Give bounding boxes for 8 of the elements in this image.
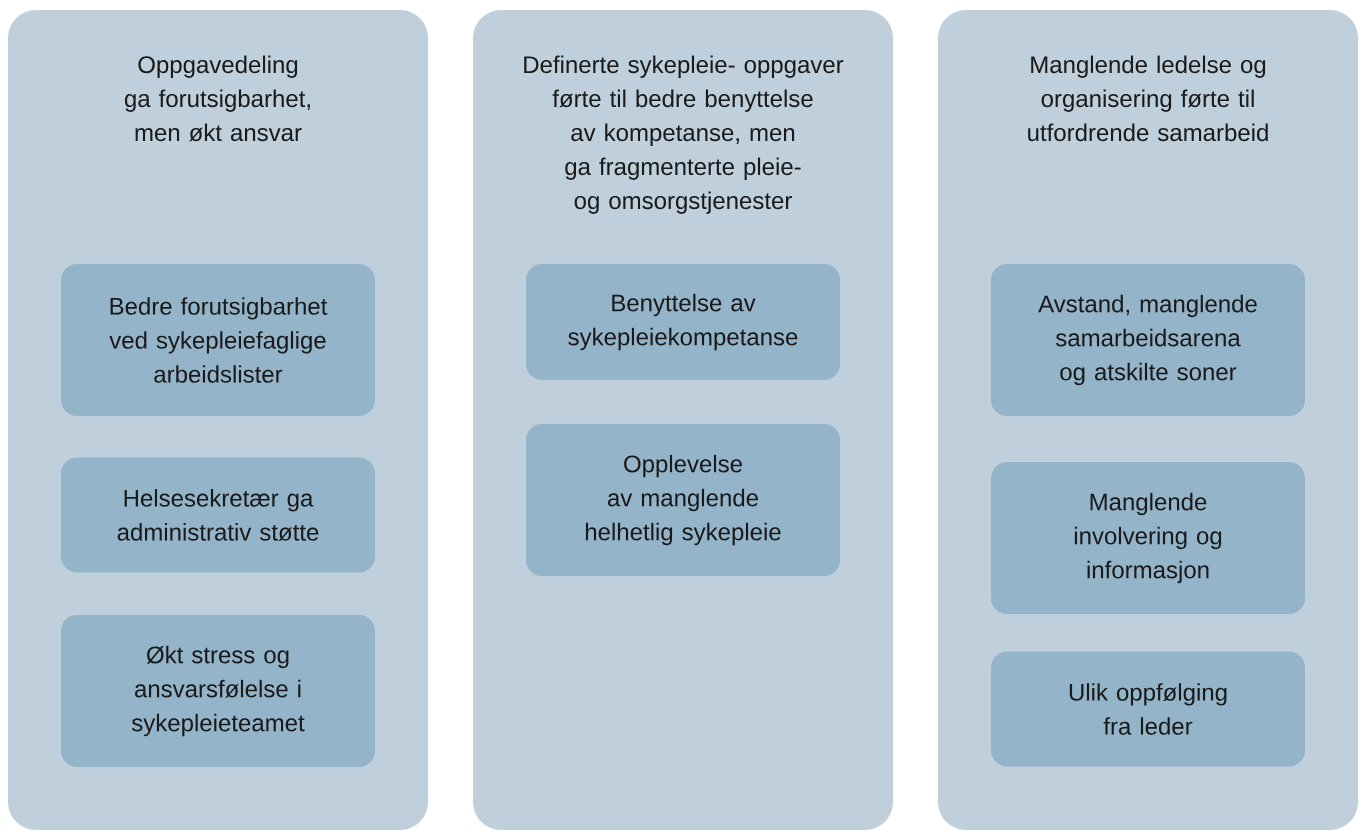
topic-box: Opplevelse av manglende helhetlig sykepleie <box>526 424 840 576</box>
topic-box: Manglende involvering og informasjon <box>991 462 1305 614</box>
topic-box: Avstand, manglende samarbeidsarena og atskilte soner <box>991 264 1305 416</box>
topic-box: Helsesekretær ga administrativ støtte <box>61 457 375 573</box>
topic-box: Ulik oppfølging fra leder <box>991 651 1305 767</box>
topic-box: Økt stress og ansvarsfølelse i sykepleieteamet <box>61 615 375 767</box>
topic-box: Benyttelse av sykepleiekompetanse <box>526 264 840 380</box>
topic-box: Bedre forutsigbarhet ved sykepleiefaglige arbeidslister <box>61 264 375 416</box>
